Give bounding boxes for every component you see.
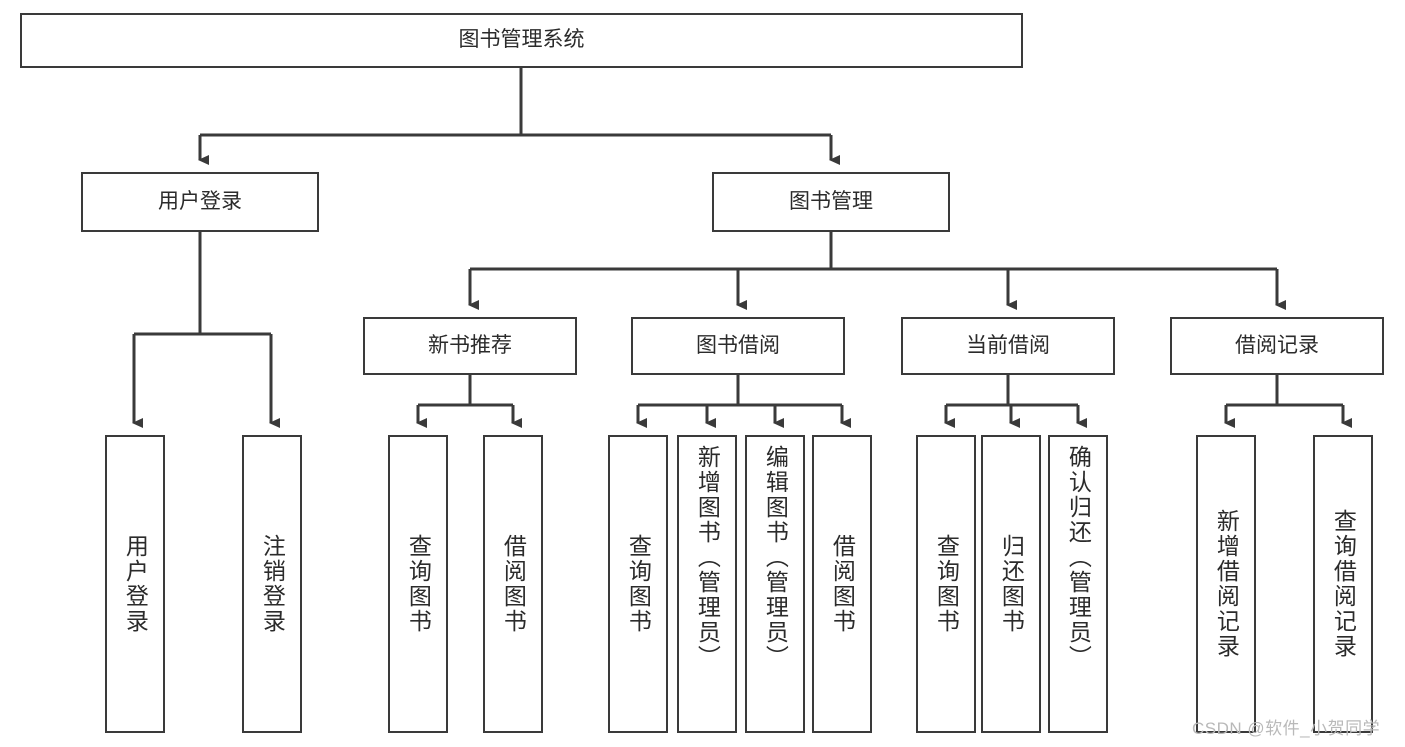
- watermark: CSDN @软件_小贺同学: [1192, 719, 1381, 738]
- node-leaf-borrow-book-recommend[interactable]: 借阅图书: [483, 435, 543, 733]
- node-borrow-record[interactable]: 借阅记录: [1170, 317, 1384, 375]
- node-book-borrow[interactable]: 图书借阅: [631, 317, 845, 375]
- node-leaf-logout[interactable]: 注销登录: [242, 435, 302, 733]
- node-leaf-query-book-borrow[interactable]: 查询图书: [608, 435, 668, 733]
- node-current-borrow[interactable]: 当前借阅: [901, 317, 1115, 375]
- node-leaf-user-login[interactable]: 用户登录: [105, 435, 165, 733]
- node-leaf-query-book-current[interactable]: 查询图书: [916, 435, 976, 733]
- node-root[interactable]: 图书管理系统: [20, 13, 1023, 68]
- node-leaf-add-borrow-record[interactable]: 新增借阅记录: [1196, 435, 1256, 733]
- node-leaf-confirm-return-admin[interactable]: 确认归还（管理员）: [1048, 435, 1108, 733]
- node-user-login[interactable]: 用户登录: [81, 172, 319, 232]
- node-leaf-add-book-admin[interactable]: 新增图书（管理员）: [677, 435, 737, 733]
- node-leaf-borrow-book[interactable]: 借阅图书: [812, 435, 872, 733]
- node-new-book-recommendation[interactable]: 新书推荐: [363, 317, 577, 375]
- node-leaf-query-book-recommend[interactable]: 查询图书: [388, 435, 448, 733]
- node-leaf-return-book[interactable]: 归还图书: [981, 435, 1041, 733]
- node-leaf-query-borrow-record[interactable]: 查询借阅记录: [1313, 435, 1373, 733]
- node-book-manage[interactable]: 图书管理: [712, 172, 950, 232]
- node-leaf-edit-book-admin[interactable]: 编辑图书（管理员）: [745, 435, 805, 733]
